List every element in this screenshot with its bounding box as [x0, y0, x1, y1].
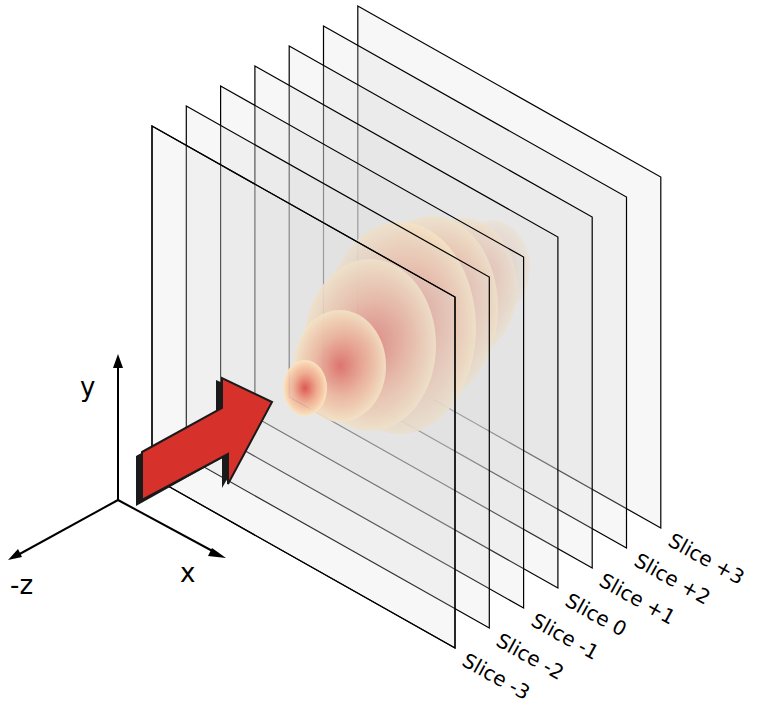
beam-cross-section: [283, 360, 327, 416]
axis-label: y: [80, 374, 95, 400]
slice-plane-edge: [152, 126, 455, 648]
axis-label: x: [180, 560, 195, 586]
slice-plane: [152, 126, 455, 648]
axis-label: -z: [10, 572, 33, 598]
